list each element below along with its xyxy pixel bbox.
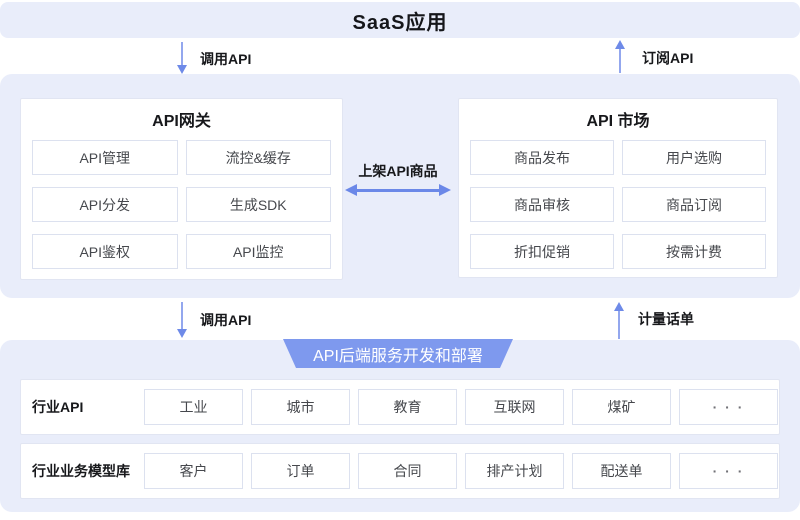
- flow-label-call-api-bottom: 调用API: [200, 312, 252, 328]
- market-cell: 商品审核: [470, 187, 614, 222]
- arrow-head: [177, 65, 187, 74]
- arrow-up-icon: [614, 302, 624, 339]
- api-gateway-title: API网关: [152, 113, 211, 130]
- market-cell: 商品发布: [470, 140, 614, 175]
- api-market-grid: 商品发布 用户选购 商品审核 商品订阅 折扣促销 按需计费: [459, 139, 777, 269]
- flow-label-subscribe-api: 订阅API: [642, 50, 694, 66]
- industry-cell: 工业: [144, 389, 243, 425]
- model-cell: 配送单: [572, 453, 671, 489]
- arrow-shaft: [618, 310, 620, 339]
- flow-label-publish-api-product: 上架API商品: [358, 163, 438, 179]
- gateway-cell: API监控: [185, 234, 331, 269]
- double-arrow-icon: [345, 184, 451, 197]
- backend-panel: API后端服务开发和部署 行业API 工业 城市 教育 互联网 煤矿 · · ·…: [0, 340, 800, 512]
- industry-cell: 煤矿: [572, 389, 671, 425]
- industry-cell: 教育: [358, 389, 457, 425]
- arrow-shaft: [619, 48, 621, 73]
- gateway-cell: API鉴权: [32, 234, 178, 269]
- gateway-cell: 生成SDK: [185, 187, 331, 222]
- industry-more-cell: · · ·: [679, 389, 778, 425]
- gateway-cell: API分发: [32, 187, 178, 222]
- flow-label-metering-cdr: 计量话单: [638, 311, 694, 327]
- model-more-cell: · · ·: [679, 453, 778, 489]
- api-gateway-grid: API管理 流控&缓存 API分发 生成SDK API鉴权 API监控: [21, 139, 342, 269]
- model-cell: 排产计划: [465, 453, 564, 489]
- industry-api-row: 行业API 工业 城市 教育 互联网 煤矿 · · ·: [20, 379, 780, 435]
- arrow-shaft: [354, 189, 442, 192]
- industry-cell: 城市: [251, 389, 350, 425]
- arrow-up-icon: [615, 40, 625, 73]
- arrow-shaft: [181, 42, 183, 66]
- arrow-head: [614, 302, 624, 311]
- saas-app-banner: SaaS应用: [0, 2, 800, 38]
- business-model-row: 行业业务模型库 客户 订单 合同 排产计划 配送单 · · ·: [20, 443, 780, 499]
- arrow-down-icon: [177, 42, 187, 74]
- model-cell: 订单: [251, 453, 350, 489]
- market-cell: 按需计费: [622, 234, 766, 269]
- arrow-head: [615, 40, 625, 49]
- api-market-title: API 市场: [586, 113, 650, 130]
- market-cell: 折扣促销: [470, 234, 614, 269]
- flow-label-call-api-top: 调用API: [200, 51, 252, 67]
- industry-cell: 互联网: [465, 389, 564, 425]
- arrow-head-left: [345, 184, 357, 196]
- arrow-shaft: [181, 302, 183, 330]
- api-market-box: API 市场 商品发布 用户选购 商品审核 商品订阅 折扣促销 按需计费: [458, 98, 778, 278]
- market-cell: 用户选购: [622, 140, 766, 175]
- middle-panel: API网关 API管理 流控&缓存 API分发 生成SDK API鉴权 API监…: [0, 74, 800, 298]
- arrow-head: [177, 329, 187, 338]
- model-cell: 客户: [144, 453, 243, 489]
- arrow-down-icon: [177, 302, 187, 338]
- gateway-cell: API管理: [32, 140, 178, 175]
- market-cell: 商品订阅: [622, 187, 766, 222]
- diagram-title: SaaS应用: [352, 11, 448, 34]
- business-model-label: 行业业务模型库: [32, 463, 130, 479]
- model-cell: 合同: [358, 453, 457, 489]
- api-gateway-box: API网关 API管理 流控&缓存 API分发 生成SDK API鉴权 API监…: [20, 98, 343, 280]
- industry-api-label: 行业API: [32, 399, 84, 415]
- backend-banner: API后端服务开发和部署: [283, 339, 513, 368]
- gateway-cell: 流控&缓存: [185, 140, 331, 175]
- arrow-head-right: [439, 184, 451, 196]
